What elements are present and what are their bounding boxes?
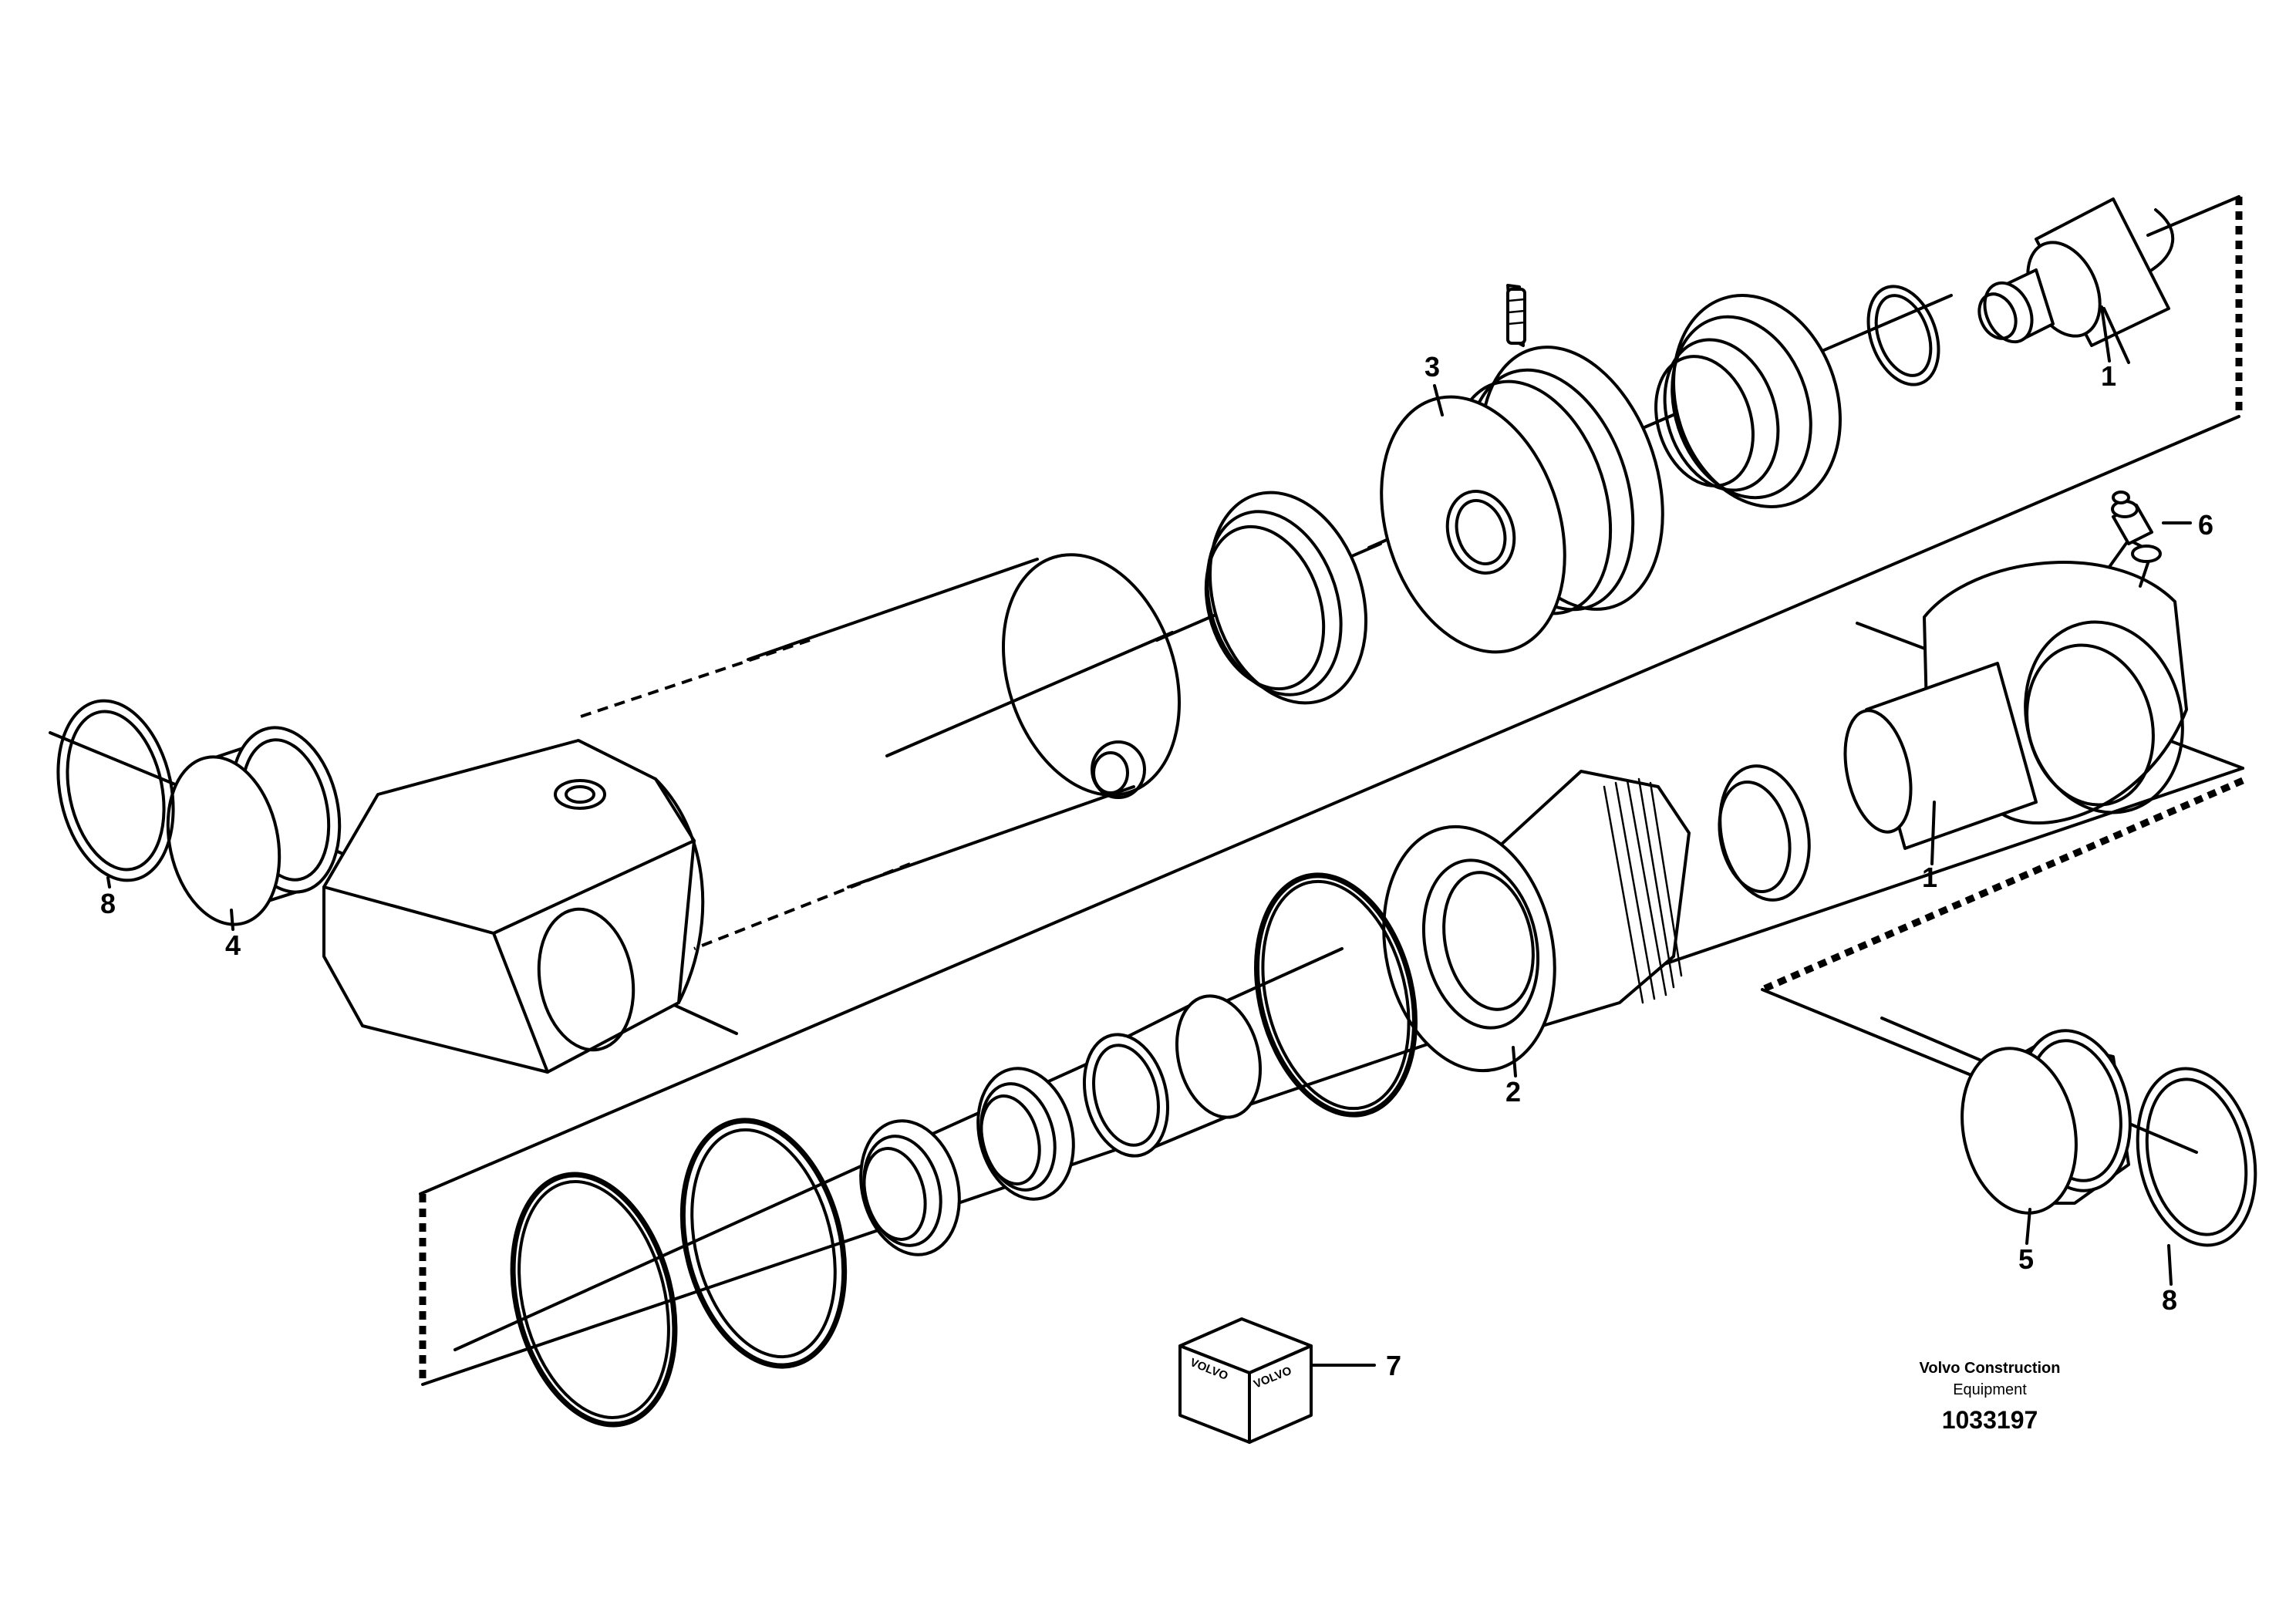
seal-ring-left [56, 699, 175, 882]
callout-numbers: 1 3 6 8 4 1 2 5 8 7 [100, 351, 2213, 1381]
callout-7: 7 [1386, 1350, 1401, 1381]
brand-line-1: Volvo Construction [1920, 1360, 2061, 1377]
rod-eye [1843, 538, 2188, 850]
callout-3: 3 [1424, 351, 1440, 383]
callout-8-right: 8 [2162, 1284, 2177, 1316]
bushing-left [166, 726, 342, 926]
guide-ring-top [1654, 294, 1842, 508]
o-ring-lower-2 [510, 1172, 678, 1428]
seal-ring-right [2136, 1067, 2257, 1247]
wear-ring [1204, 491, 1368, 705]
callout-8-left: 8 [100, 888, 116, 919]
group-boundary-lines [419, 195, 2244, 1386]
bushing-right [1961, 1029, 2132, 1215]
o-ring-large [1254, 872, 1418, 1118]
seal-ring-small-2 [859, 1119, 961, 1256]
drawing-footer: Volvo Construction Equipment 1033197 [1920, 1360, 2061, 1434]
piston-rod-top [1977, 197, 2175, 364]
callout-2: 2 [1505, 1076, 1521, 1108]
o-ring-lower-1 [679, 1118, 848, 1369]
leader-lines [106, 305, 2192, 1367]
cylinder-tube [578, 553, 1181, 950]
o-ring-top [1866, 285, 1940, 386]
wiper-ring [1718, 764, 1811, 902]
callout-6: 6 [2198, 509, 2213, 541]
brand-line-2: Equipment [1953, 1381, 2027, 1398]
callout-1-top: 1 [2101, 360, 2116, 392]
parts-kit-box: VOLVO VOLVO [1178, 1317, 1313, 1444]
cylinder-end-block [322, 739, 705, 1074]
callout-4: 4 [225, 929, 241, 961]
callout-5: 5 [2018, 1243, 2034, 1275]
piston [1380, 284, 1664, 654]
grease-nipple [2111, 491, 2153, 545]
bearing-sleeve [1082, 994, 1263, 1158]
seal-ring-small-1 [976, 1067, 1075, 1201]
cylinder-head [1382, 770, 1691, 1073]
callout-1-bottom: 1 [1922, 862, 1937, 893]
drawing-number: 1033197 [1942, 1406, 2038, 1434]
